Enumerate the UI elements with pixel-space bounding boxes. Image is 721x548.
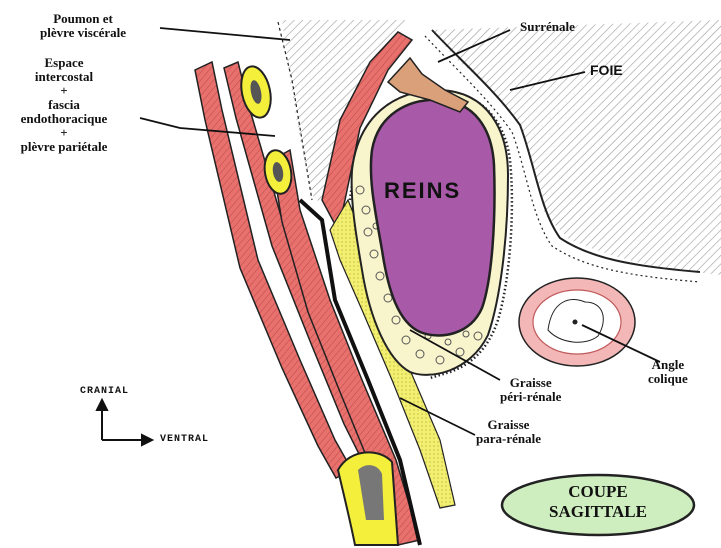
liver-border bbox=[431, 29, 701, 273]
orientation-cranial: CRANIAL bbox=[80, 386, 130, 397]
orientation-ventral: VENTRAL bbox=[160, 434, 210, 445]
colic-angle bbox=[518, 277, 636, 367]
lung-pleura-line bbox=[277, 21, 313, 201]
iliac-crest bbox=[336, 451, 400, 546]
label-surrenale: Surrénale bbox=[520, 19, 575, 34]
leader-lines bbox=[139, 27, 661, 436]
coupe-sagittale-title: COUPE SAGITTALE bbox=[549, 482, 647, 521]
rib-lower bbox=[263, 149, 293, 195]
renal-fascia bbox=[348, 90, 514, 380]
liver-region bbox=[432, 20, 721, 275]
rib-upper bbox=[240, 65, 272, 119]
adrenal-gland bbox=[386, 56, 470, 113]
label-foie: FOIE bbox=[590, 62, 623, 78]
label-graisse-peri-renale: Graisse péri-rénale bbox=[500, 375, 562, 404]
label-angle-colique: Angle colique bbox=[648, 357, 688, 386]
label-espace-intercostal: Espace intercostal + fascia endothoraciq… bbox=[20, 55, 108, 154]
fascia-line bbox=[298, 198, 422, 546]
orientation-axes bbox=[95, 397, 155, 447]
coupe-badge-shape bbox=[500, 473, 696, 537]
label-reins: REINS bbox=[384, 178, 462, 203]
lung-region bbox=[282, 20, 410, 205]
label-graisse-para-renale: Graisse para-rénale bbox=[476, 417, 541, 446]
label-poumon: Poumon et plèvre viscérale bbox=[40, 11, 127, 40]
